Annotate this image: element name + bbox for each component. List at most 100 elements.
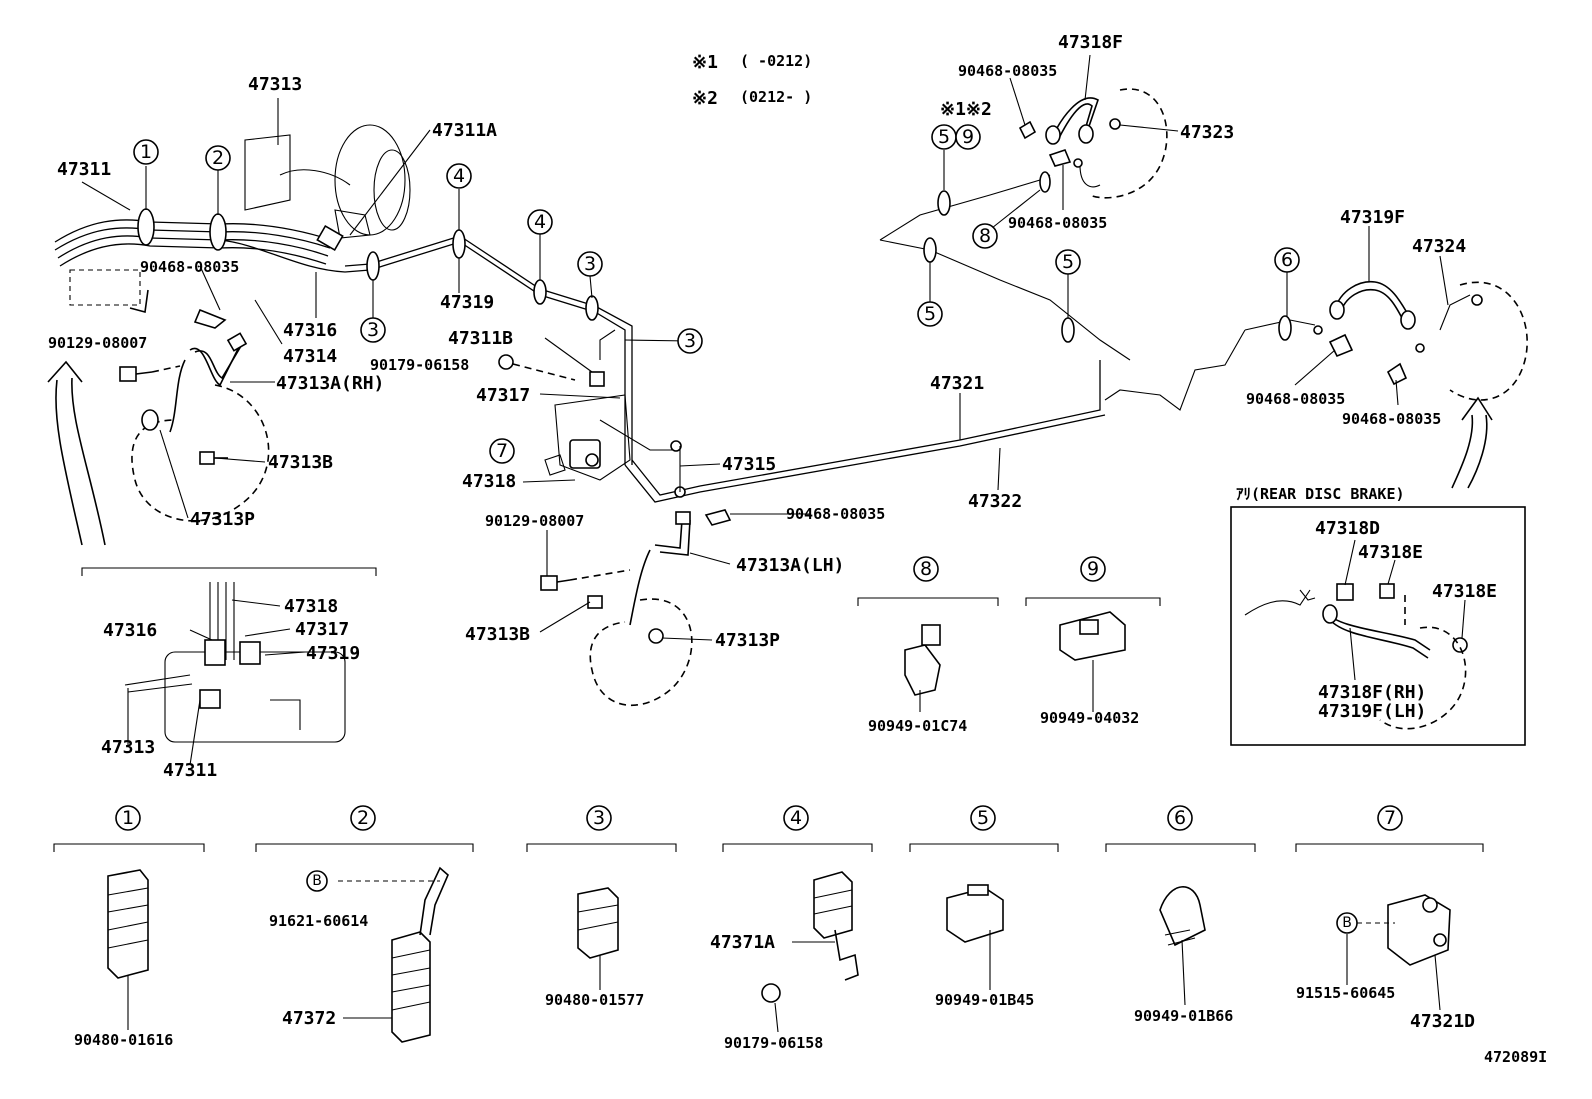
clip-5-detail [946,884,1004,943]
label-47319F: 47319F [1340,207,1405,228]
label-47318F-top: 47318F [1058,32,1123,53]
label-91515: 91515-60645 [1296,984,1395,1002]
callout-9-note: 9 [962,126,974,148]
clip-8-on-pipe [1039,171,1051,193]
part-labels: 47313 47311 47311A 90468-08035 47319 473… [48,32,1547,1066]
callout-4-detail: 4 [790,807,802,829]
label-90468-b: 90468-08035 [958,62,1057,80]
clip-8-detail [904,624,941,696]
label-47319F-LH: 47319F(LH) [1318,701,1426,722]
rear-hose-47318F [1018,88,1168,199]
label-90179-b: 90179-06158 [724,1034,823,1052]
label-47317-detail: 47317 [295,619,349,640]
callout-5-a: 5 [924,303,936,325]
master-cylinder-detail [124,582,346,743]
clip-6-detail [1159,886,1206,947]
leader-lines [81,54,1466,1033]
label-90468-e: 90468-08035 [1342,410,1441,428]
label-47313-top: 47313 [248,74,302,95]
clip-4-on-pipe-b [533,279,547,305]
clip-4-detail [761,871,859,1003]
callout-3-detail: 3 [593,807,605,829]
detail-brackets [53,567,1484,852]
label-90468-d: 90468-08035 [1246,390,1345,408]
clip-7-detail [1336,894,1451,966]
clip-3-detail [577,887,619,959]
front-arrow [71,377,106,546]
label-90468-c: 90468-08035 [1008,214,1107,232]
label-47319-top: 47319 [440,292,494,313]
label-47317-top: 47317 [476,385,530,406]
clip-5-a [937,190,951,216]
label-47315: 47315 [722,454,776,475]
callout-9-detail: 9 [1087,558,1099,580]
clip-4-on-pipe-a [452,229,466,259]
label-47311B: 47311B [448,328,513,349]
label-47311A: 47311A [432,120,497,141]
clip-b-letter-7: B [1342,915,1352,931]
callout-3-c: 3 [367,319,379,341]
label-47318-top: 47318 [462,471,516,492]
label-90480-01616: 90480-01616 [74,1031,173,1049]
label-90468-a: 90468-08035 [140,258,239,276]
label-47318-detail: 47318 [284,596,338,617]
label-90129-a: 90129-08007 [48,334,147,352]
clip-5-b [923,237,937,263]
label-90129-b: 90129-08007 [485,512,584,530]
label-47314: 47314 [283,346,337,367]
callout-8-detail: 8 [920,558,932,580]
label-47323: 47323 [1180,122,1234,143]
rear-pipe-run [624,174,1316,503]
label-47319-detail: 47319 [306,643,360,664]
callout-5-detail: 5 [977,807,989,829]
note2-mark: ※2 [692,88,718,109]
callout-7-detail: 7 [1384,807,1396,829]
label-47371A: 47371A [710,932,775,953]
callout-8-main: 8 [979,225,991,247]
label-47311: 47311 [57,159,111,180]
label-47318F-RH: 47318F(RH) [1318,682,1426,703]
callout-2-detail: 2 [357,807,369,829]
label-47313A-LH: 47313A(LH) [736,555,844,576]
callout-1-detail: 1 [122,807,134,829]
clip-2-on-pipe [209,213,227,251]
label-47321: 47321 [930,373,984,394]
label-91621: 91621-60614 [269,912,368,930]
label-47324: 47324 [1412,236,1466,257]
note1-range: ( -0212) [740,52,812,70]
callout-4-b: 4 [534,211,546,233]
clip-3-on-pipe-a [366,251,380,281]
callout-4-a: 4 [453,165,465,187]
label-47318E-b: 47318E [1432,581,1497,602]
label-47313A-RH: 47313A(RH) [276,373,384,394]
rear-disc-brake-sketch [1244,583,1468,730]
combo-note-mark: ※1※2 [940,99,992,120]
label-90949-01B66: 90949-01B66 [1134,1007,1233,1025]
clip-5-c [1061,317,1075,343]
label-90468-f: 90468-08035 [786,505,885,523]
clip-9-detail [1059,611,1126,661]
rear-arrow [1451,414,1474,489]
master-cylinder-sketch [69,124,411,306]
label-47313P-b: 47313P [715,630,780,651]
clip-b-letter-2: B [312,873,322,889]
callout-7-main: 7 [496,440,508,462]
label-47318E-a: 47318E [1358,542,1423,563]
label-47316-top: 47316 [283,320,337,341]
label-47318D: 47318D [1315,518,1380,539]
front-rh-hose [119,289,270,522]
callout-2-top: 2 [212,147,224,169]
note1-mark: ※1 [692,52,718,73]
clip-1-detail [107,869,149,979]
callout-1-top: 1 [140,141,152,163]
clip-2-detail [306,866,449,1043]
clip-6-on-pipe [1278,315,1292,341]
label-47322: 47322 [968,491,1022,512]
label-47316-detail: 47316 [103,620,157,641]
callout-circles: 1 2 4 4 3 3 3 7 5 9 8 5 5 6 8 9 1 2 3 4 … [115,124,1403,931]
note2-range: (0212- ) [740,88,812,106]
label-47313-detail: 47313 [101,737,155,758]
label-47313B-a: 47313B [268,452,333,473]
